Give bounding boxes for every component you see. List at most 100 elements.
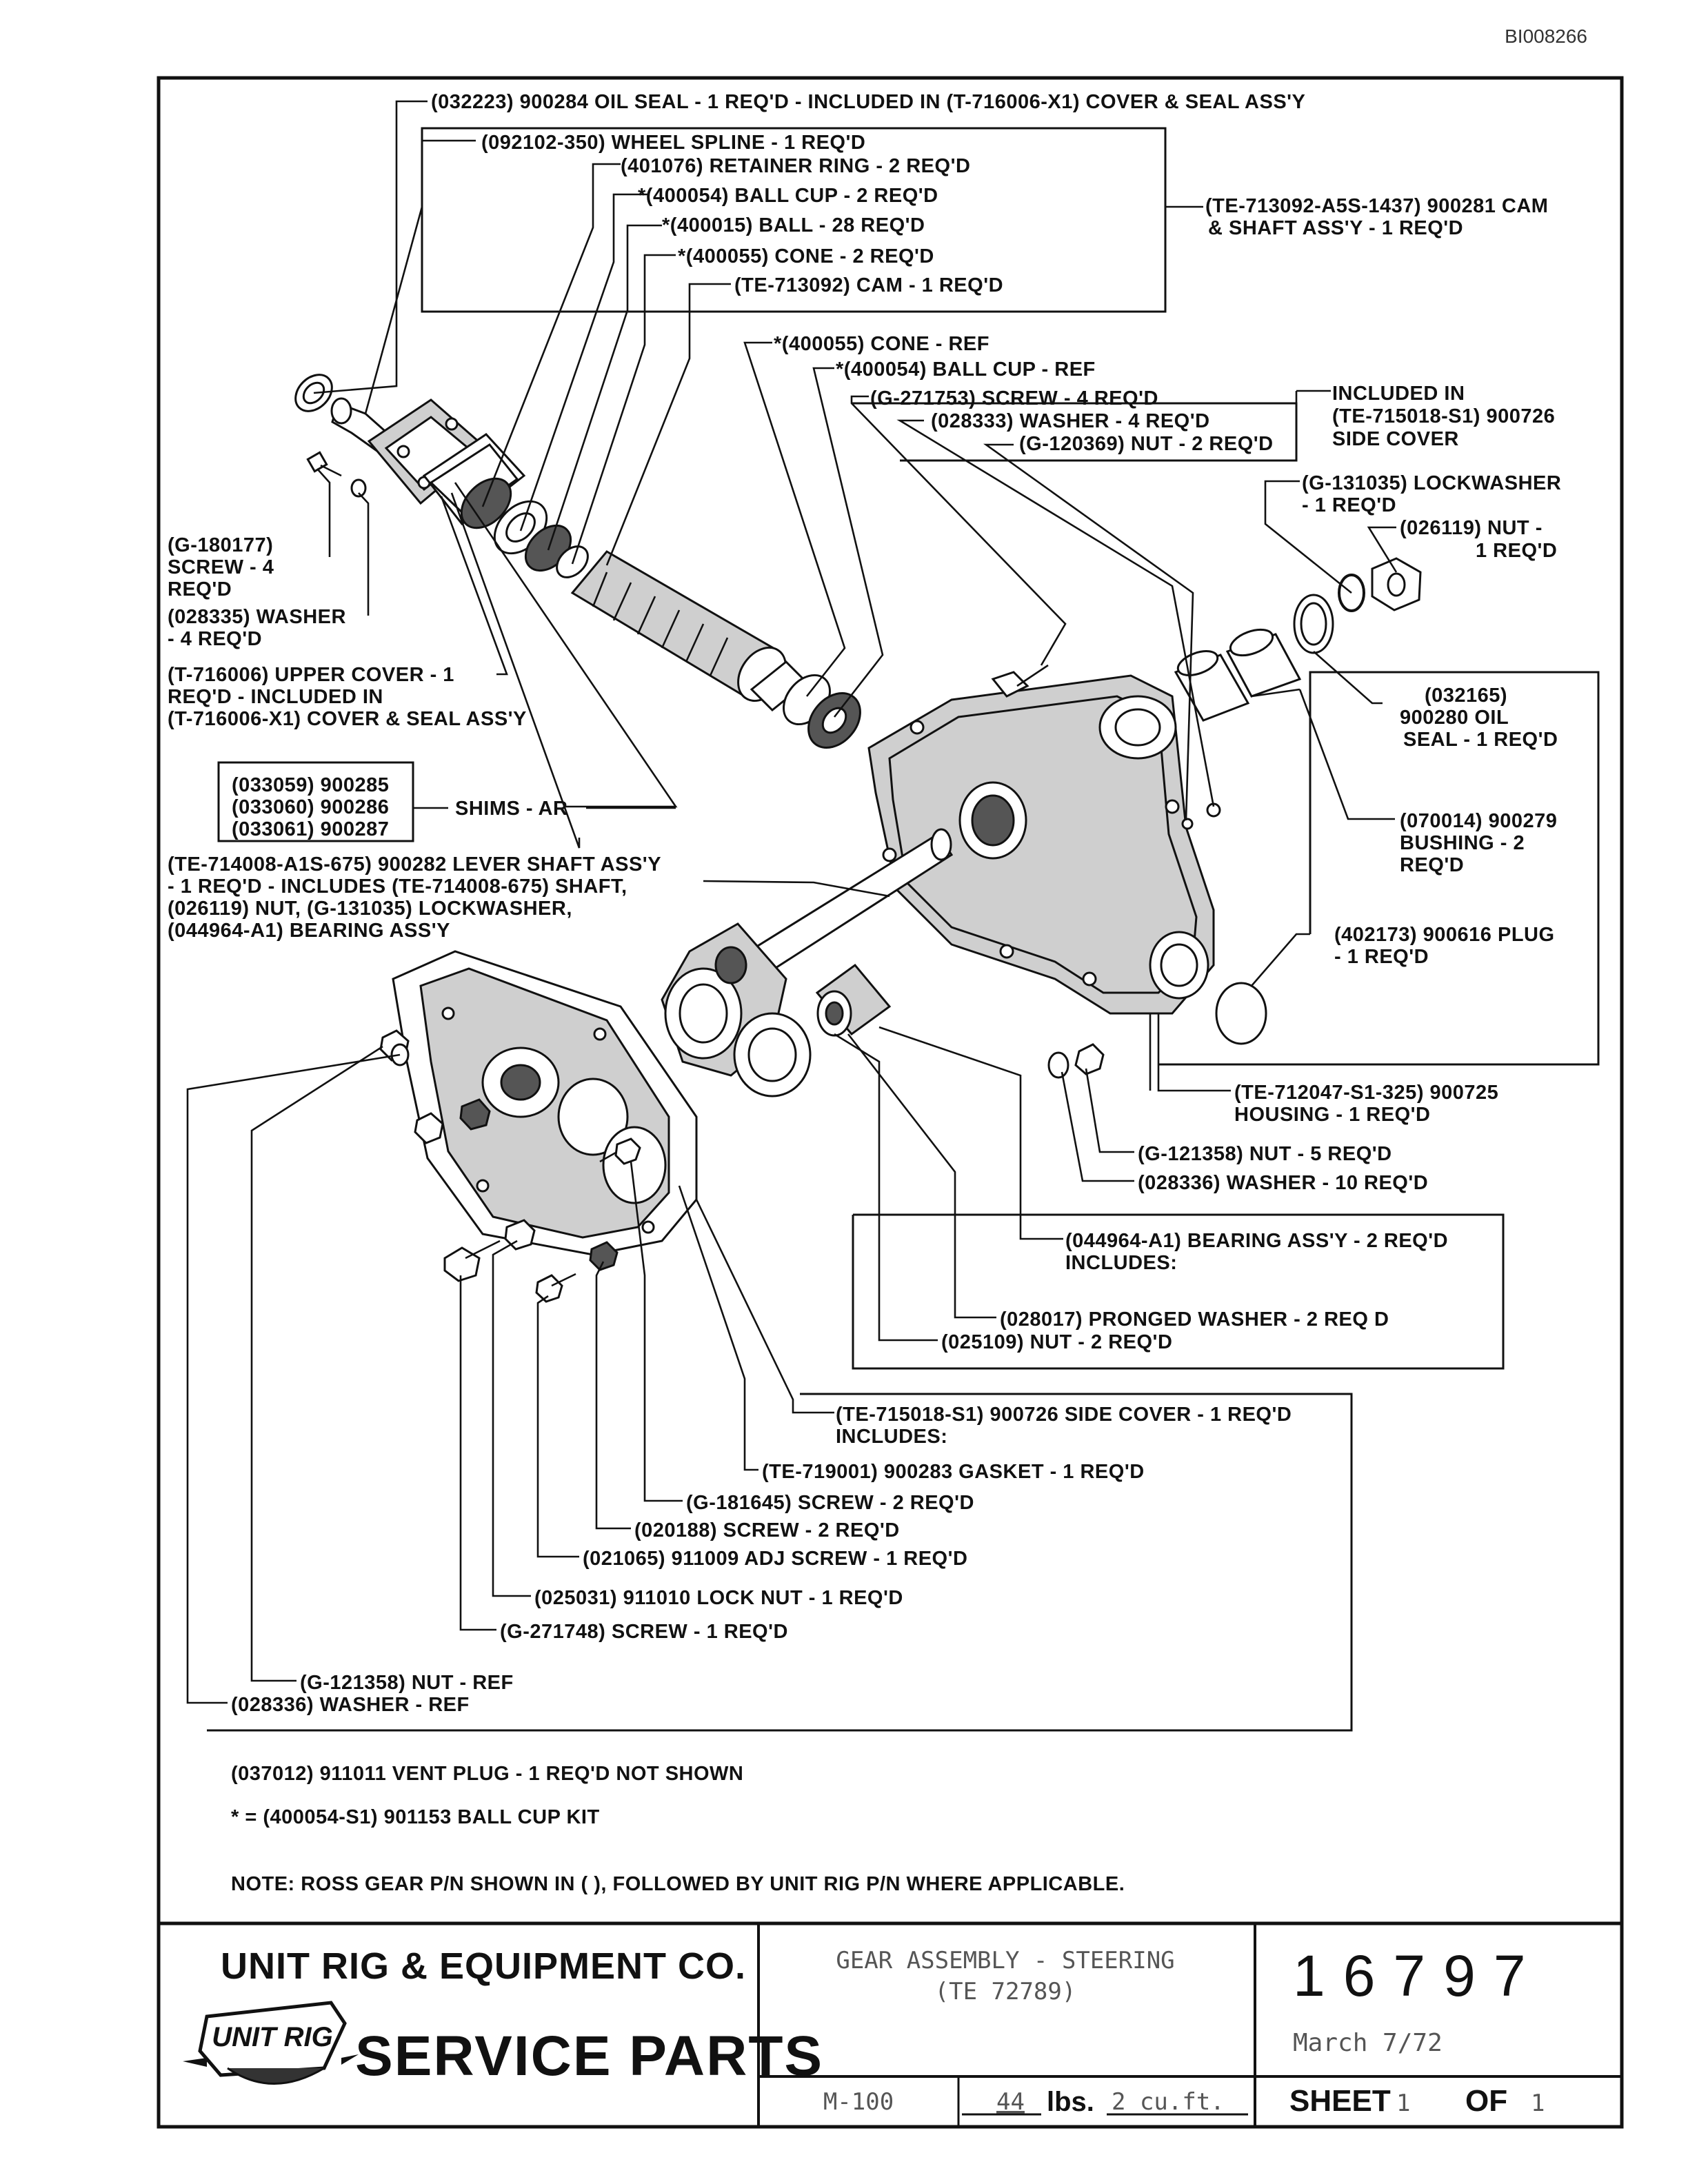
lockwasher-nut-part [1338, 557, 1422, 612]
drawing-date: March 7/72 [1293, 2029, 1443, 2057]
exploded-view [294, 374, 1422, 1303]
label-washer-028335-2: - 4 REQ'D [168, 628, 262, 650]
label-upper-cover-1: (T-716006) UPPER COVER - 1 [168, 664, 454, 686]
screw-020188-part [589, 1241, 619, 1271]
label-nut-026119-1: (026119) NUT - [1400, 517, 1543, 539]
logo-text: UNIT RIG [212, 2022, 333, 2052]
label-screw-180177-1: (G-180177) [168, 534, 273, 556]
plug-part [1215, 982, 1267, 1045]
model-number: M-100 [823, 2088, 894, 2116]
label-lever-2: - 1 REQ'D - INCLUDES (TE-714008-675) SHA… [168, 876, 627, 898]
lock-nut-part [504, 1219, 536, 1251]
housing-part [867, 674, 1215, 1015]
label-oil-seal-right-1: (032165) [1425, 685, 1507, 707]
label-nut-120369: (G-120369) NUT - 2 REQ'D [1019, 433, 1274, 455]
label-washer-028336: (028336) WASHER - 10 REQ'D [1138, 1172, 1428, 1194]
label-nut-ref: (G-121358) NUT - REF [300, 1672, 514, 1694]
side-cover-part [392, 950, 698, 1256]
label-gasket: (TE-719001) 900283 GASKET - 1 REQ'D [762, 1461, 1145, 1483]
bearing-part [815, 963, 892, 1037]
label-housing-1: (TE-712047-S1-325) 900725 [1234, 1082, 1498, 1104]
label-ball: *(400015) BALL - 28 REQ'D [662, 214, 925, 236]
label-included-in-3: SIDE COVER [1332, 428, 1459, 450]
sheet-border [157, 76, 1624, 2129]
label-screw-181645: (G-181645) SCREW - 2 REQ'D [686, 1492, 974, 1514]
label-lever-3: (026119) NUT, (G-131035) LOCKWASHER, [168, 898, 572, 920]
label-screw-020188: (020188) SCREW - 2 REQ'D [634, 1519, 900, 1541]
label-included-in-2: (TE-715018-S1) 900726 [1332, 405, 1555, 427]
label-cone-ref: *(400055) CONE - REF [774, 333, 989, 355]
sheet-number: 1 [1396, 2090, 1410, 2117]
description-line-2: (TE 72789) [935, 1978, 1076, 2005]
label-ball-cup-ref: *(400054) BALL CUP - REF [836, 358, 1096, 381]
label-nut-121358: (G-121358) NUT - 5 REQ'D [1138, 1143, 1392, 1165]
screw-181645-part [599, 1138, 641, 1165]
label-screw-180177-2: SCREW - 4 [168, 556, 274, 578]
label-lever-4: (044964-A1) BEARING ASS'Y [168, 920, 450, 942]
weight-unit: lbs. [1047, 2087, 1094, 2117]
label-oil-seal-right-3: SEAL - 1 REQ'D [1403, 729, 1558, 751]
description-line-1: GEAR ASSEMBLY - STEERING [836, 1947, 1174, 1974]
label-shim-3: (033061) 900287 [232, 818, 389, 840]
label-cam-shaft-1: (TE-713092-A5S-1437) 900281 CAM [1205, 195, 1548, 217]
note-text: NOTE: ROSS GEAR P/N SHOWN IN ( ), FOLLOW… [231, 1873, 1125, 1895]
label-washer-ref: (028336) WASHER - REF [231, 1694, 470, 1716]
label-vent-plug: (037012) 911011 VENT PLUG - 1 REQ'D NOT … [231, 1763, 743, 1785]
weight-value: 44 [996, 2088, 1025, 2116]
label-shims: SHIMS - AR [455, 798, 567, 820]
label-cone: *(400055) CONE - 2 REQ'D [678, 245, 934, 267]
nut-121358-part [1074, 1043, 1105, 1075]
volume-value: 2 cu.ft. [1112, 2088, 1225, 2116]
label-included-in-1: INCLUDED IN [1332, 383, 1465, 405]
label-bearing-1: (044964-A1) BEARING ASS'Y - 2 REQ'D [1065, 1230, 1448, 1252]
label-upper-cover-3: (T-716006-X1) COVER & SEAL ASS'Y [168, 708, 527, 730]
unit-rig-logo: UNIT RIG [183, 2001, 359, 2085]
label-screw-180177-3: REQ'D [168, 578, 232, 600]
label-oil-seal-right-2: 900280 OIL [1400, 707, 1509, 729]
screw-271753-part [991, 664, 1049, 698]
label-shim-2: (033060) 900286 [232, 796, 389, 818]
label-cam: (TE-713092) CAM - 1 REQ'D [734, 274, 1003, 296]
label-screw-271748: (G-271748) SCREW - 1 REQ'D [500, 1621, 788, 1643]
title-block: UNIT RIG & EQUIPMENT CO. UNIT RIG SERVIC… [159, 1921, 1622, 2127]
cone-ref-part [783, 674, 861, 749]
label-plug-2: - 1 REQ'D [1334, 946, 1429, 968]
label-nut-026119-2: 1 REQ'D [1476, 540, 1557, 562]
label-screw-271753: (G-271753) SCREW - 4 REQ'D [870, 387, 1158, 410]
label-washer-028333: (028333) WASHER - 4 REQ'D [931, 410, 1210, 432]
label-lock-nut: (025031) 911010 LOCK NUT - 1 REQ'D [534, 1587, 903, 1609]
label-upper-cover-2: REQ'D - INCLUDED IN [168, 686, 383, 708]
label-shim-1: (033059) 900285 [232, 774, 389, 796]
label-housing-2: HOUSING - 1 REQ'D [1234, 1104, 1430, 1126]
callout-boxes [207, 127, 1600, 1732]
label-washer-028335-1: (028335) WASHER [168, 606, 346, 628]
label-nut-025109: (025109) NUT - 2 REQ'D [941, 1331, 1172, 1353]
oil-seal-right-part [1293, 594, 1334, 654]
label-wheel-spline: (092102-350) WHEEL SPLINE - 1 REQ'D [481, 132, 865, 154]
label-lockwasher-1: (G-131035) LOCKWASHER [1302, 472, 1561, 494]
part-labels: (032223) 900284 OIL SEAL - 1 REQ'D - INC… [168, 91, 1561, 1895]
label-ball-cup: *(400054) BALL CUP - 2 REQ'D [638, 185, 938, 207]
screw-271748-part [443, 1240, 501, 1282]
label-cam-shaft-2: & SHAFT ASS'Y - 1 REQ'D [1208, 217, 1463, 239]
label-bushing-1: (070014) 900279 [1400, 810, 1557, 832]
doc-id: BI008266 [1505, 26, 1587, 47]
label-retainer-ring: (401076) RETAINER RING - 2 REQ'D [621, 155, 970, 177]
label-bushing-3: REQ'D [1400, 854, 1464, 876]
label-pronged-washer: (028017) PRONGED WASHER - 2 REQ D [1000, 1308, 1389, 1331]
label-plug-1: (402173) 900616 PLUG [1334, 924, 1555, 946]
label-bearing-2: INCLUDES: [1065, 1252, 1177, 1274]
sheet-label: SHEET [1289, 2084, 1391, 2118]
of-label: OF [1465, 2084, 1507, 2118]
bushing-part [1174, 628, 1302, 722]
label-lockwasher-2: - 1 REQ'D [1302, 494, 1396, 516]
service-parts-title: SERVICE PARTS [355, 2025, 823, 2087]
company-name: UNIT RIG & EQUIPMENT CO. [221, 1945, 746, 1987]
label-bushing-2: BUSHING - 2 [1400, 832, 1525, 854]
label-side-cover-1: (TE-715018-S1) 900726 SIDE COVER - 1 REQ… [836, 1404, 1292, 1426]
label-ball-cup-kit: * = (400054-S1) 901153 BALL CUP KIT [231, 1806, 600, 1828]
screw-180177-part [306, 451, 367, 498]
washer-028336-part [1047, 1051, 1069, 1079]
cam-part [570, 550, 809, 712]
